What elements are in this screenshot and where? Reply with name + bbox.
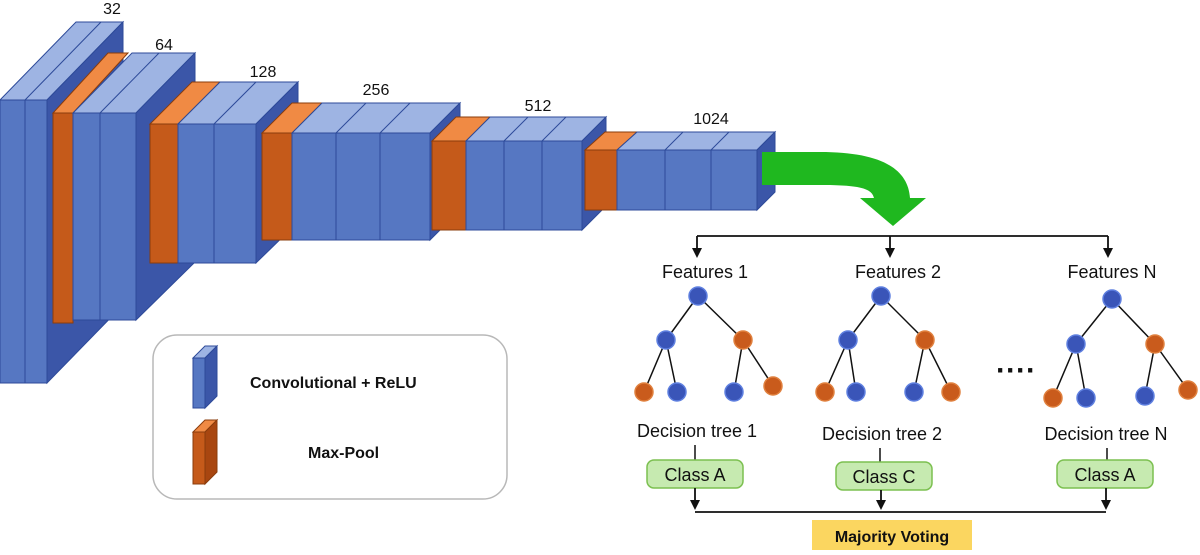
class-box-n: Class A <box>1056 459 1154 489</box>
decision-tree-1 <box>634 286 783 402</box>
layer-label-64: 64 <box>155 37 173 54</box>
tree-label-n: Decision tree N <box>1044 424 1167 444</box>
tree-node-blue <box>1066 334 1086 354</box>
layer-label-128: 128 <box>250 64 277 81</box>
feature-label-n: Features N <box>1067 262 1156 282</box>
decision-tree-n <box>1043 289 1198 408</box>
class-label-2: Class C <box>852 467 915 487</box>
legend-conv-icon <box>191 344 219 410</box>
tree-node-blue <box>846 382 866 402</box>
legend-box <box>152 334 508 500</box>
legend-pool-icon <box>191 418 219 486</box>
class-box-2: Class C <box>835 461 933 491</box>
tree-node-orange <box>815 382 835 402</box>
tree-node-orange <box>634 382 654 402</box>
pool-block-1 <box>51 52 130 324</box>
tree-ellipsis: ···· <box>996 354 1036 387</box>
tree-node-orange <box>941 382 961 402</box>
feature-label-2: Features 2 <box>855 262 941 282</box>
tree-node-blue <box>667 382 687 402</box>
tree-node-orange <box>1178 380 1198 400</box>
tree-node-blue <box>1102 289 1122 309</box>
class-label-n: Class A <box>1074 465 1135 485</box>
legend-conv-label: Convolutional + ReLU <box>250 375 417 392</box>
layer-label-32: 32 <box>103 1 121 18</box>
pool-block-3 <box>260 102 324 241</box>
layer-label-1024: 1024 <box>693 111 729 128</box>
tree-node-orange <box>733 330 753 350</box>
tree-node-blue <box>1135 386 1155 406</box>
decision-tree-2 <box>815 286 961 402</box>
tree-label-2: Decision tree 2 <box>822 424 942 444</box>
tree-node-orange <box>915 330 935 350</box>
tree-node-orange <box>1043 388 1063 408</box>
layer-label-256: 256 <box>363 82 390 99</box>
green-transition-arrow <box>762 152 926 226</box>
legend: Convolutional + ReLU Max-Pool <box>152 334 508 500</box>
tree-node-blue <box>724 382 744 402</box>
tree-node-blue <box>871 286 891 306</box>
majority-voting-label: Majority Voting <box>835 529 949 546</box>
legend-pool-label: Max-Pool <box>308 445 379 462</box>
tree-node-blue <box>904 382 924 402</box>
class-box-1: Class A <box>646 459 744 489</box>
tree-node-blue <box>656 330 676 350</box>
layer-label-512: 512 <box>525 98 552 115</box>
conv-block-1024 <box>615 130 777 212</box>
tree-node-orange <box>763 376 783 396</box>
majority-voting-box <box>812 520 972 550</box>
feature-label-1: Features 1 <box>662 262 748 282</box>
tree-node-blue <box>1076 388 1096 408</box>
tree-node-blue <box>688 286 708 306</box>
cnn-stack: 32 64 128 256 512 1024 <box>0 1 777 385</box>
tree-node-orange <box>1145 334 1165 354</box>
tree-label-1: Decision tree 1 <box>637 421 757 441</box>
class-label-1: Class A <box>664 465 725 485</box>
random-forest: Features 1 Features 2 Features N <box>634 235 1198 550</box>
tree-node-blue <box>838 330 858 350</box>
